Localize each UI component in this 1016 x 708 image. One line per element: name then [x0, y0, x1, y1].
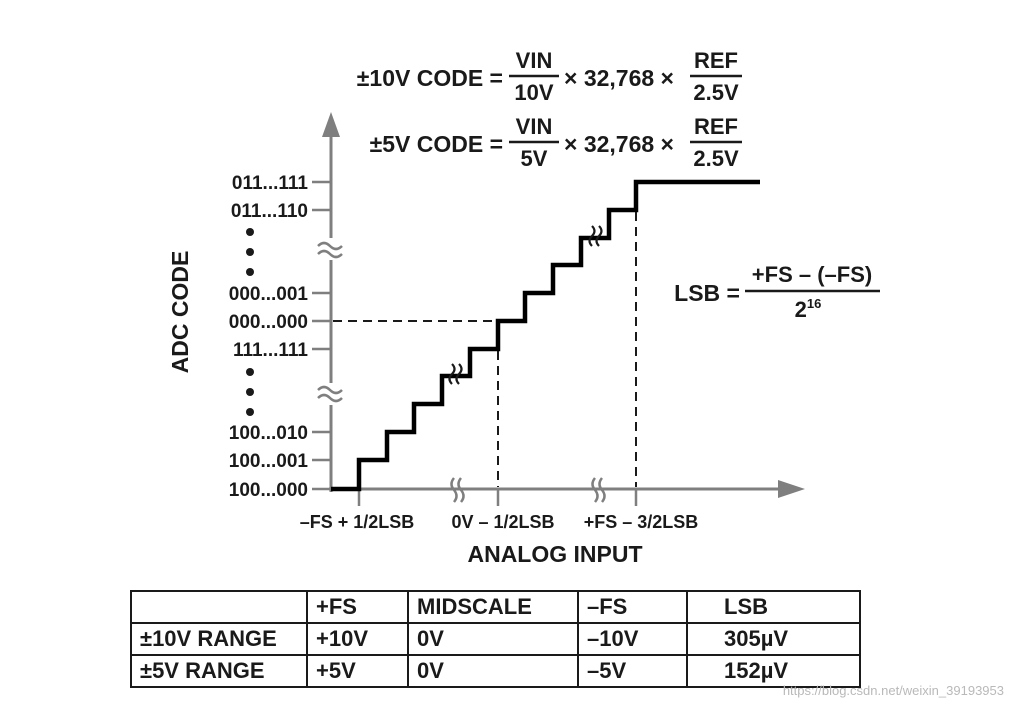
equation-lsb-prefix: LSB = [674, 280, 740, 306]
y-tick-label: 100...010 [229, 423, 308, 444]
table-cell: LSB [686, 590, 861, 624]
table-cell: ±10V RANGE [130, 622, 308, 656]
equation-10v-mult: × 32,768 × [564, 65, 674, 91]
table-cell: 0V [407, 654, 579, 688]
staircase-break [448, 225, 603, 385]
y-tick-marks [312, 180, 331, 491]
equation-5v-prefix: ±5V CODE = [370, 131, 503, 157]
y-axis-break [316, 238, 346, 405]
table-row: ±5V RANGE +5V 0V –5V 152µV [130, 654, 861, 688]
x-tick-marks [357, 489, 638, 506]
table-cell: 152µV [686, 654, 861, 688]
table-cell: –FS [577, 590, 688, 624]
equation-10v-num2: REF [694, 48, 738, 73]
y-tick-label: 000...000 [229, 312, 308, 333]
y-tick-label: 011...111 [232, 173, 309, 194]
equation-5v-mult: × 32,768 × [564, 131, 674, 157]
table-cell: +FS [306, 590, 409, 624]
x-axis-title: ANALOG INPUT [467, 541, 642, 567]
equation-lsb-den-exp: 16 [807, 296, 821, 311]
x-tick-label: +FS – 3/2LSB [584, 512, 699, 532]
equation-lsb-den: 216 [795, 296, 822, 322]
equation-lsb-num: +FS – (–FS) [752, 262, 872, 287]
y-tick-label: 111...111 [233, 340, 308, 361]
table-header-row: +FS MIDSCALE –FS LSB [130, 590, 861, 624]
equation-lsb: LSB = +FS – (–FS) 216 [674, 262, 880, 322]
table-cell: ±5V RANGE [130, 654, 308, 688]
x-tick-label: 0V – 1/2LSB [451, 512, 554, 532]
equation-5v-num1: VIN [516, 114, 553, 139]
table-row: ±10V RANGE +10V 0V –10V 305µV [130, 622, 861, 656]
equation-5v-den2: 2.5V [693, 146, 739, 171]
x-axis-arrow [778, 480, 805, 498]
equation-10v-num1: VIN [516, 48, 553, 73]
equation-10v-den2: 2.5V [693, 80, 739, 105]
table-cell: –10V [577, 622, 688, 656]
watermark: https://blog.csdn.net/weixin_39193953 [782, 683, 1004, 698]
equation-10v-den1: 10V [514, 80, 553, 105]
y-axis-arrow [322, 112, 340, 137]
equation-lsb-den-base: 2 [795, 297, 807, 322]
y-tick-label: 100...001 [229, 451, 309, 472]
table-cell [130, 590, 308, 624]
equation-10v: ±10V CODE = VIN 10V × 32,768 × REF 2.5V [357, 48, 742, 105]
table-cell: –5V [577, 654, 688, 688]
table-cell: MIDSCALE [407, 590, 579, 624]
y-tick-label: 100...000 [229, 480, 308, 501]
table-cell: +10V [306, 622, 409, 656]
table-cell: +5V [306, 654, 409, 688]
y-tick-labels: 011...111 011...110 000...001 000...000 … [229, 173, 309, 501]
adc-transfer-diagram: 011...111 011...110 000...001 000...000 … [167, 48, 880, 567]
y-tick-label: 011...110 [231, 201, 308, 222]
transfer-staircase [331, 179, 760, 492]
y-ellipsis-dots [246, 228, 254, 416]
dashed-guides [333, 182, 637, 487]
equation-10v-prefix: ±10V CODE = [357, 65, 503, 91]
table-cell: 305µV [686, 622, 861, 656]
y-axis-title: ADC CODE [167, 251, 193, 374]
x-tick-label: –FS + 1/2LSB [300, 512, 415, 532]
equation-5v: ±5V CODE = VIN 5V × 32,768 × REF 2.5V [370, 114, 742, 171]
equation-5v-num2: REF [694, 114, 738, 139]
equation-5v-den1: 5V [521, 146, 548, 171]
x-axis-break [450, 477, 606, 503]
y-tick-label: 000...001 [229, 284, 309, 305]
table-cell: 0V [407, 622, 579, 656]
range-spec-table: +FS MIDSCALE –FS LSB ±10V RANGE +10V 0V … [130, 590, 861, 688]
